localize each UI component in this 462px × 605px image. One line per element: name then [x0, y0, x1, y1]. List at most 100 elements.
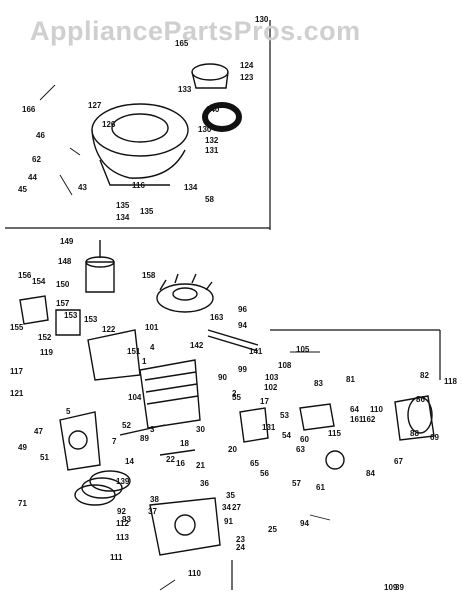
- top-cover: [191, 63, 229, 89]
- muffler: [394, 395, 435, 441]
- callout-label: 110: [370, 405, 383, 414]
- callout-label: 131: [205, 146, 219, 155]
- callout-label: 38: [150, 495, 159, 504]
- callout-label: 43: [78, 183, 87, 192]
- callout-label: 71: [18, 499, 27, 508]
- callout-label: 140: [206, 105, 220, 114]
- callout-label: 134: [184, 183, 198, 192]
- callout-label: 153: [84, 315, 98, 324]
- callout-label: 94: [238, 321, 247, 330]
- callout-label: 69: [430, 433, 439, 442]
- callout-label: 49: [18, 443, 27, 452]
- callout-label: 135: [140, 207, 154, 216]
- callout-label: 162: [362, 415, 376, 424]
- callout-label: 123: [240, 73, 254, 82]
- callout-label: 3: [150, 425, 155, 434]
- callout-label: 163: [210, 313, 224, 322]
- callout-label: 94: [300, 519, 309, 528]
- callout-label: 5: [66, 407, 71, 416]
- callout-label: 62: [32, 155, 41, 164]
- callout-label: 126: [102, 120, 116, 129]
- callout-label: 102: [264, 383, 278, 392]
- callout-label: 58: [205, 195, 214, 204]
- callout-label: 67: [394, 457, 403, 466]
- callout-label: 157: [56, 299, 70, 308]
- cylinder-block: [139, 359, 201, 429]
- callout-label: 112: [116, 519, 129, 528]
- callout-label: 64: [350, 405, 359, 414]
- callout-label: 45: [18, 185, 27, 194]
- callout-label: 22: [166, 455, 175, 464]
- rod-linkage: [119, 329, 259, 456]
- callout-label: 121: [10, 389, 24, 398]
- callout-label: 122: [102, 325, 116, 334]
- callout-label: 103: [265, 373, 279, 382]
- callout-label: 25: [268, 525, 277, 534]
- callout-label: 88: [410, 429, 419, 438]
- callout-label: 36: [200, 479, 209, 488]
- callout-label: 153: [64, 311, 78, 320]
- watermark: AppliancePartsPros.com: [30, 16, 361, 46]
- callout-label: 154: [32, 277, 46, 286]
- callout-label: 127: [88, 101, 102, 110]
- callout-label: 91: [224, 517, 233, 526]
- callout-label: 132: [205, 136, 219, 145]
- callout-label: 151: [127, 347, 141, 356]
- callout-label: 149: [60, 237, 74, 246]
- callout-label: 34: [222, 503, 231, 512]
- callout-label: 63: [296, 445, 305, 454]
- callout-label: 47: [34, 427, 43, 436]
- callout-label: 119: [40, 348, 53, 357]
- callout-label: 118: [444, 377, 457, 386]
- part-drawings: [19, 63, 435, 591]
- callout-label: 166: [22, 105, 36, 114]
- callout-label: 142: [190, 341, 204, 350]
- callout-label: 57: [292, 479, 301, 488]
- callout-label: 101: [145, 323, 159, 332]
- flywheel-ring: [202, 102, 242, 132]
- callout-label: 82: [420, 371, 429, 380]
- callout-label: 111: [110, 553, 123, 562]
- callout-label: 156: [18, 271, 32, 280]
- callout-label: 108: [278, 361, 292, 370]
- callout-label: 46: [36, 131, 45, 140]
- callout-label: 39: [395, 583, 404, 592]
- callout-label: 23: [236, 535, 245, 544]
- callout-label: 18: [180, 439, 189, 448]
- callout-label: 165: [175, 39, 189, 48]
- callout-label: 93: [122, 515, 131, 524]
- callout-labels: 1301651241231661331401271261301321314662…: [10, 15, 457, 592]
- callout-label: 44: [28, 173, 37, 182]
- crankcase-cover: [59, 411, 101, 471]
- callout-label: 90: [218, 373, 227, 382]
- callout-label: 113: [116, 533, 129, 542]
- callout-label: 104: [128, 393, 142, 402]
- callout-label: 158: [142, 271, 156, 280]
- callout-label: 51: [40, 453, 49, 462]
- leader-lines: [39, 84, 331, 591]
- callout-label: 131: [262, 423, 276, 432]
- callout-label: 53: [280, 411, 289, 420]
- callout-label: 105: [296, 345, 310, 354]
- callout-label: 148: [58, 257, 72, 266]
- callout-label: 124: [240, 61, 254, 70]
- callout-label: 152: [38, 333, 52, 342]
- callout-label: 99: [238, 365, 247, 374]
- callout-label: 2: [232, 389, 237, 398]
- callout-label: 17: [260, 397, 269, 406]
- carburetor: [149, 497, 221, 556]
- callout-label: 133: [178, 85, 192, 94]
- callout-label: 134: [116, 213, 130, 222]
- callout-label: 96: [238, 305, 247, 314]
- callout-label: 141: [249, 347, 263, 356]
- section-frame-lines: [5, 20, 441, 590]
- governor-parts: [239, 403, 345, 470]
- callout-label: 1: [142, 357, 147, 366]
- blower-housing: [91, 103, 189, 186]
- callout-label: 52: [122, 421, 131, 430]
- callout-label: 130: [255, 15, 269, 24]
- callout-label: 130: [198, 125, 212, 134]
- callout-label: 81: [346, 375, 355, 384]
